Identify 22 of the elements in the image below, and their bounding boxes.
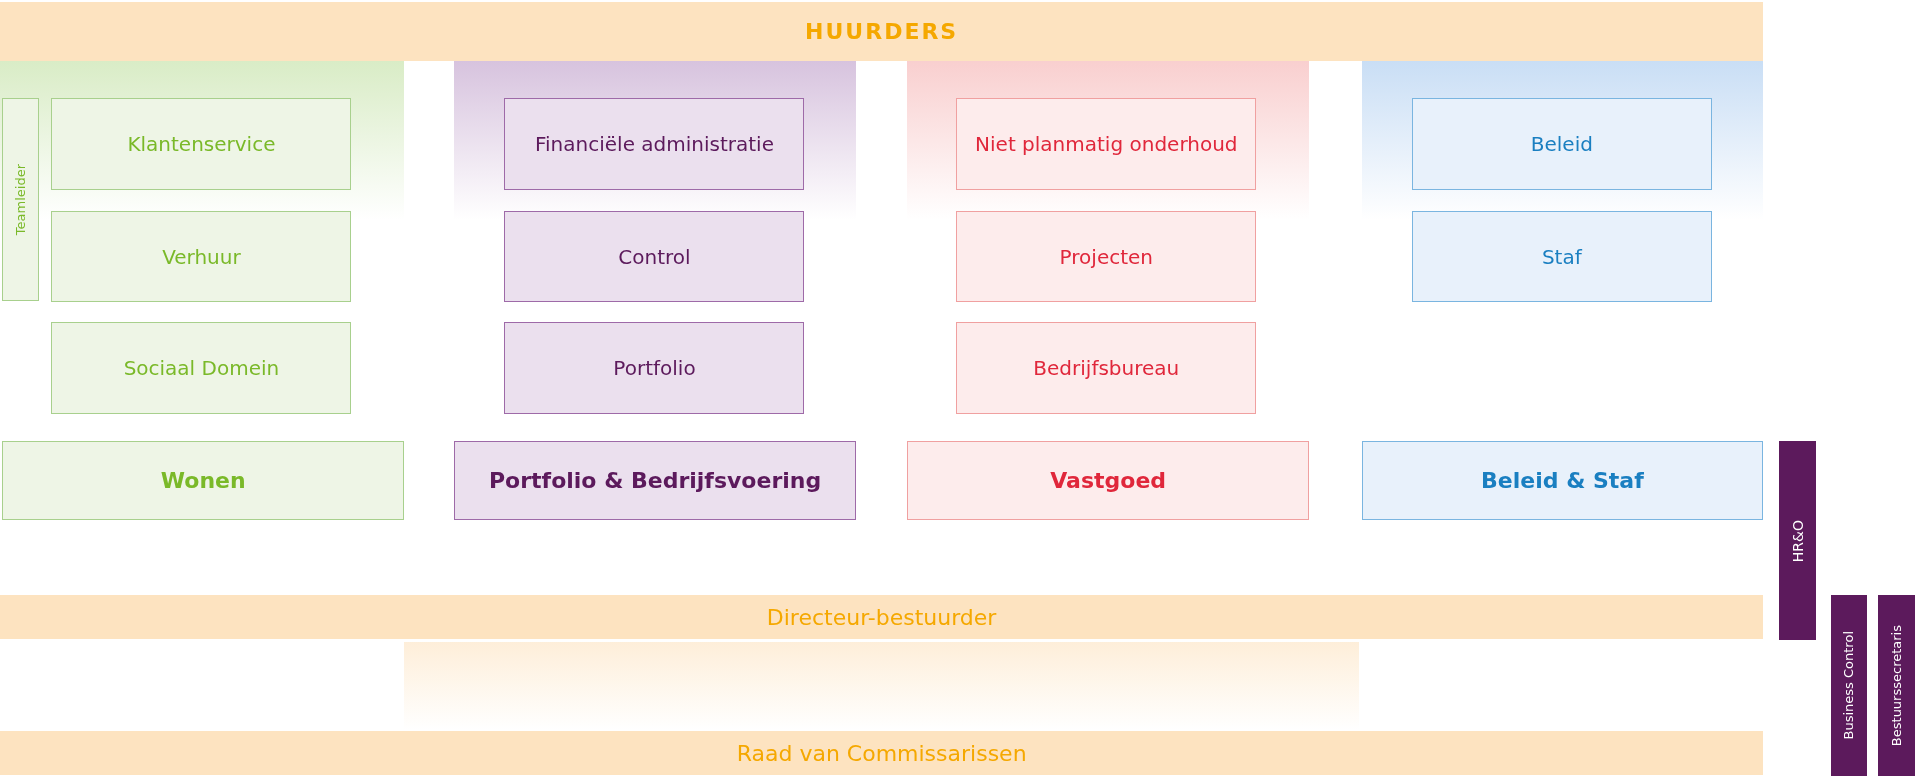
- department-box: Beleid: [1411, 97, 1712, 190]
- department-box: Staf: [1411, 210, 1712, 303]
- staff-function-bar: Bestuurssecretaris: [1878, 595, 1916, 777]
- staff-function-bar: HR&O: [1779, 440, 1816, 641]
- staff-function-bar: Business Control: [1830, 595, 1868, 777]
- department-box: Portfolio: [504, 322, 805, 414]
- department-box: Klantenservice: [51, 97, 352, 190]
- department-box: Control: [504, 210, 805, 303]
- department-box: Financiële administratie: [504, 97, 805, 190]
- board-band: Raad van Commissarissen: [0, 731, 1764, 776]
- division-box: Wonen: [2, 440, 405, 521]
- role-label-box: Teamleider: [2, 97, 40, 302]
- department-box: Verhuur: [51, 210, 352, 303]
- division-box: Vastgoed: [907, 440, 1309, 521]
- department-box: Niet planmatig onderhoud: [956, 97, 1257, 190]
- division-box: Beleid & Staf: [1361, 440, 1764, 521]
- department-box: Bedrijfsbureau: [956, 322, 1257, 414]
- division-box: Portfolio & Bedrijfsvoering: [454, 440, 856, 521]
- header-band: HUURDERS: [0, 2, 1764, 62]
- department-box: Sociaal Domein: [51, 322, 352, 414]
- director-band: Directeur-bestuurder: [0, 595, 1764, 640]
- department-box: Projecten: [956, 210, 1257, 303]
